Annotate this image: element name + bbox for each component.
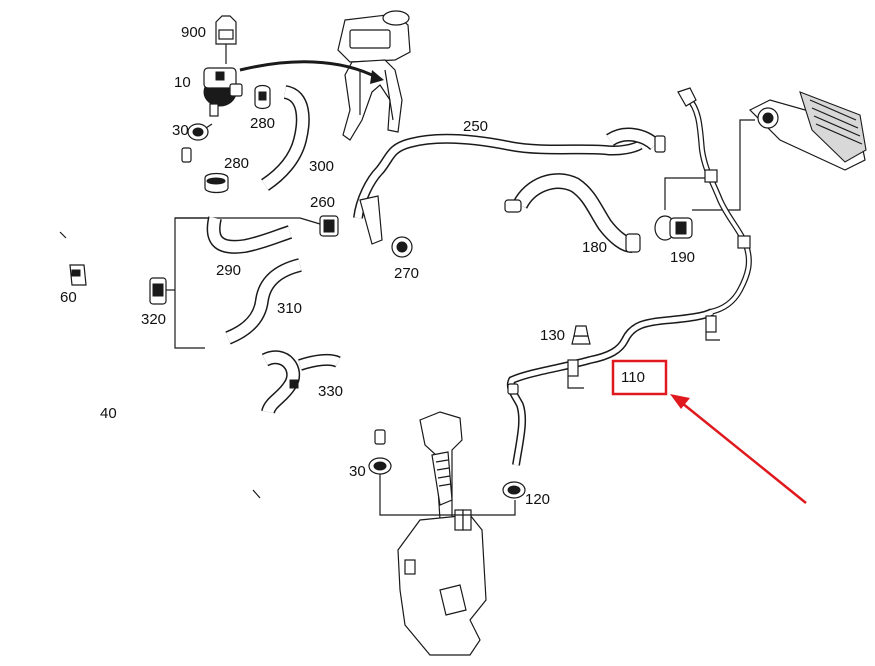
label-30-top: 30 xyxy=(172,122,189,139)
hose-330 xyxy=(261,350,341,415)
hose-250 xyxy=(353,127,666,245)
clip-280-b xyxy=(204,172,229,194)
highlight-box xyxy=(611,359,668,396)
hose-290 xyxy=(206,216,293,254)
hose-300 xyxy=(260,85,310,191)
hose-110 xyxy=(506,308,720,466)
label-280-b: 280 xyxy=(224,155,249,172)
clip-30-top xyxy=(187,123,213,141)
label-330: 330 xyxy=(318,383,343,400)
label-60: 60 xyxy=(60,289,77,306)
clip-280-a xyxy=(254,84,271,110)
grommet-270 xyxy=(391,236,413,258)
label-180: 180 xyxy=(582,239,607,256)
label-290: 290 xyxy=(216,262,241,279)
clip-120 xyxy=(502,481,526,499)
highlight-arrow xyxy=(670,394,807,504)
nut-130 xyxy=(571,325,591,345)
clip-60 xyxy=(69,264,87,286)
label-280-a: 280 xyxy=(250,115,275,132)
pump-10 xyxy=(203,15,384,117)
hose-180 xyxy=(504,173,641,253)
label-260: 260 xyxy=(310,194,335,211)
label-900: 900 xyxy=(181,24,206,41)
hose-310 xyxy=(225,258,302,345)
expansion-tank xyxy=(337,10,411,141)
label-30-bottom: 30 xyxy=(349,463,366,480)
heater-hose xyxy=(677,87,752,315)
clip-320 xyxy=(149,277,167,305)
label-270: 270 xyxy=(394,265,419,282)
clip-30-bottom xyxy=(368,457,516,516)
clip-260 xyxy=(319,215,339,237)
hose-40 xyxy=(13,147,386,501)
label-110: 110 xyxy=(621,369,645,386)
label-40: 40 xyxy=(100,405,117,422)
label-10: 10 xyxy=(174,74,191,91)
heater-core xyxy=(748,91,867,171)
label-130: 130 xyxy=(540,327,565,344)
label-250: 250 xyxy=(463,118,488,135)
connector-190 xyxy=(654,119,755,241)
label-320: 320 xyxy=(141,311,166,328)
label-120: 120 xyxy=(525,491,550,508)
label-310: 310 xyxy=(277,300,302,317)
label-300: 300 xyxy=(309,158,334,175)
label-190: 190 xyxy=(670,249,695,266)
washer-reservoir xyxy=(397,411,487,656)
